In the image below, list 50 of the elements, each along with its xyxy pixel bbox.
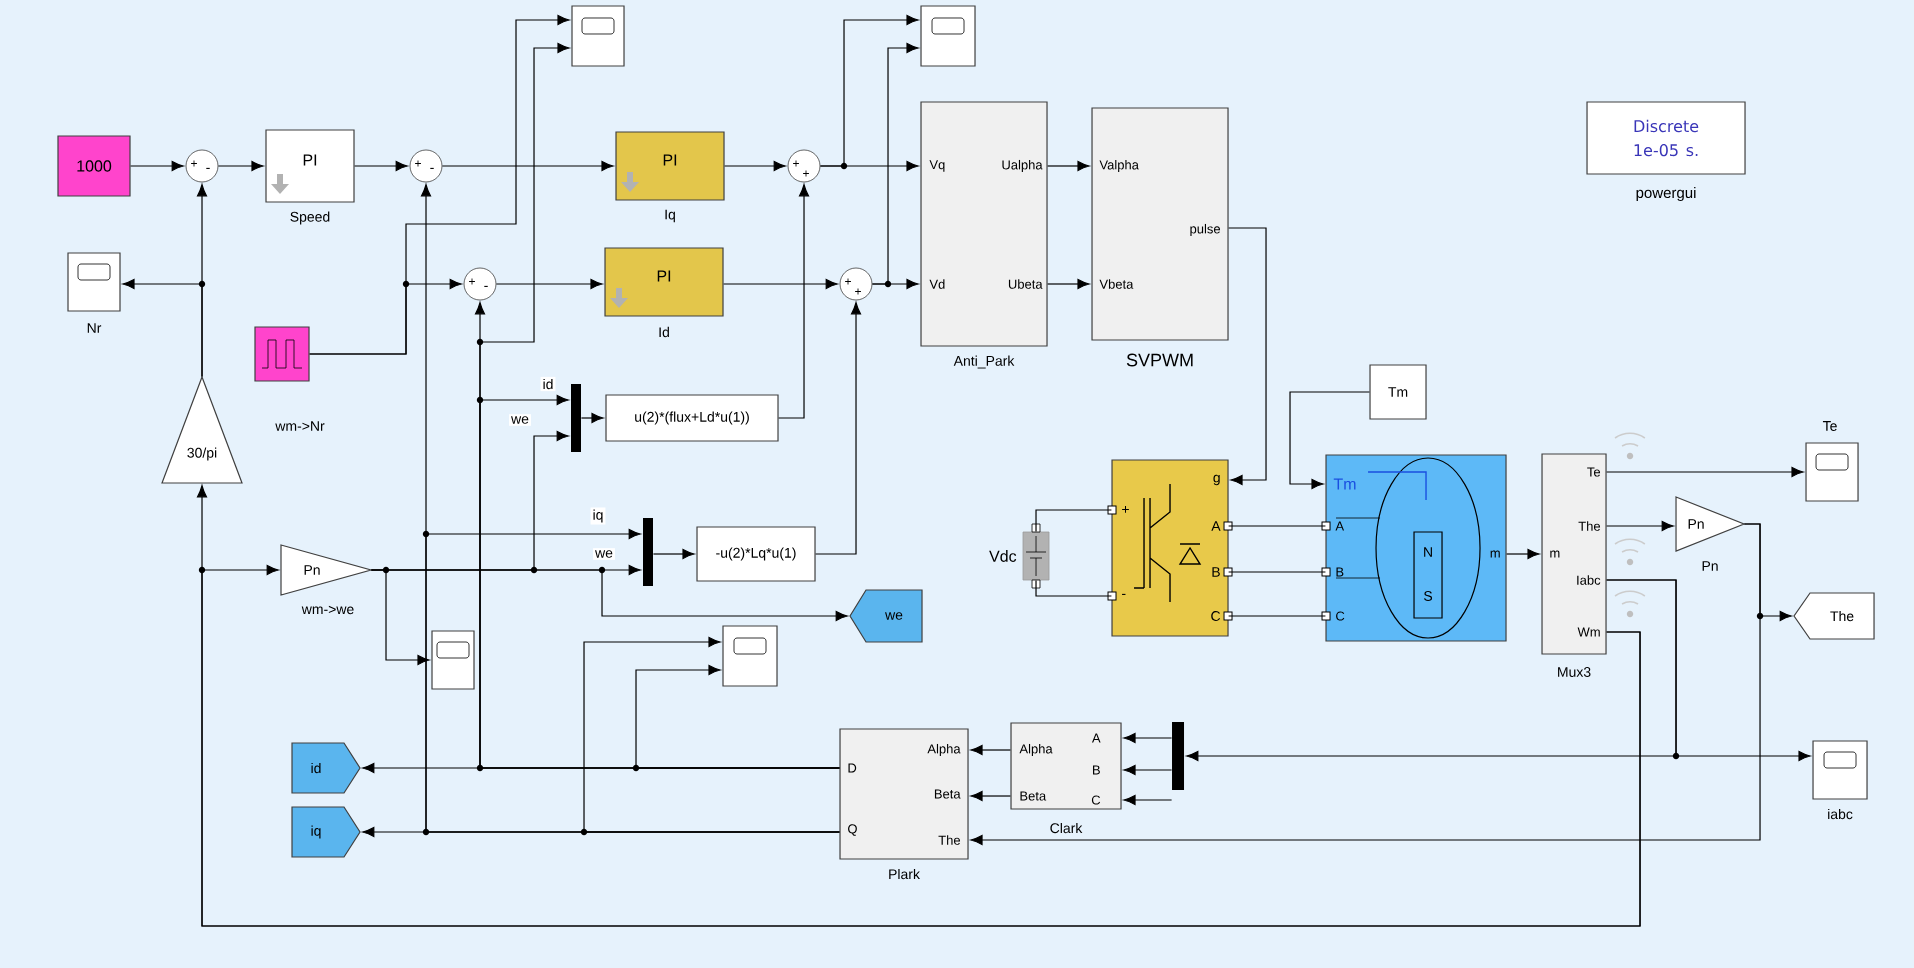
arrow <box>778 184 810 419</box>
arrow <box>370 569 848 622</box>
arrow <box>580 412 604 424</box>
connector-line <box>1228 525 1327 527</box>
pi-controller-block: PI <box>615 131 725 201</box>
pi-controller-block: PI <box>265 129 355 203</box>
arrow <box>815 302 862 555</box>
arrow <box>1228 227 1267 486</box>
connector-line <box>1035 509 1112 533</box>
pi-controller-block: PI <box>604 247 724 317</box>
block-label: SVPWM <box>1126 353 1193 367</box>
arrow <box>1606 521 1674 532</box>
arrow <box>1606 466 1804 478</box>
arrow <box>1123 733 1173 744</box>
arrow <box>354 160 408 172</box>
constant-block: 1000 <box>57 135 131 197</box>
arrow <box>1123 765 1173 776</box>
block-label: Vdc <box>989 550 1017 562</box>
arrow <box>723 278 838 290</box>
arrow <box>122 278 203 378</box>
arrow <box>201 565 1641 927</box>
connector-line <box>1228 615 1327 617</box>
powergui-block: Discrete 1e-05 s. <box>1586 101 1746 175</box>
arrow <box>819 14 919 167</box>
arrow <box>871 42 919 285</box>
arrow <box>309 14 570 355</box>
arrow <box>1506 549 1540 560</box>
connector-line <box>1228 571 1327 573</box>
scope-block <box>571 5 625 67</box>
scope-block <box>722 625 778 687</box>
connector-line <box>1035 579 1112 597</box>
arrow <box>1047 160 1090 172</box>
scope-block <box>920 5 976 67</box>
arrow <box>970 791 1011 802</box>
arrow <box>362 763 840 774</box>
arrow <box>1123 795 1173 806</box>
arrow <box>1047 278 1090 290</box>
scope-block <box>431 630 475 690</box>
arrow <box>130 160 184 172</box>
pulse-generator-block <box>254 326 310 382</box>
arrow <box>1289 391 1371 490</box>
arrow <box>652 549 695 560</box>
arrow <box>970 523 1761 846</box>
arrow <box>441 160 614 172</box>
arrow <box>495 278 603 290</box>
arrow <box>970 745 1011 756</box>
arrow <box>724 160 786 172</box>
arrow <box>217 160 264 172</box>
arrow <box>362 827 840 838</box>
arrow <box>1606 579 1811 762</box>
